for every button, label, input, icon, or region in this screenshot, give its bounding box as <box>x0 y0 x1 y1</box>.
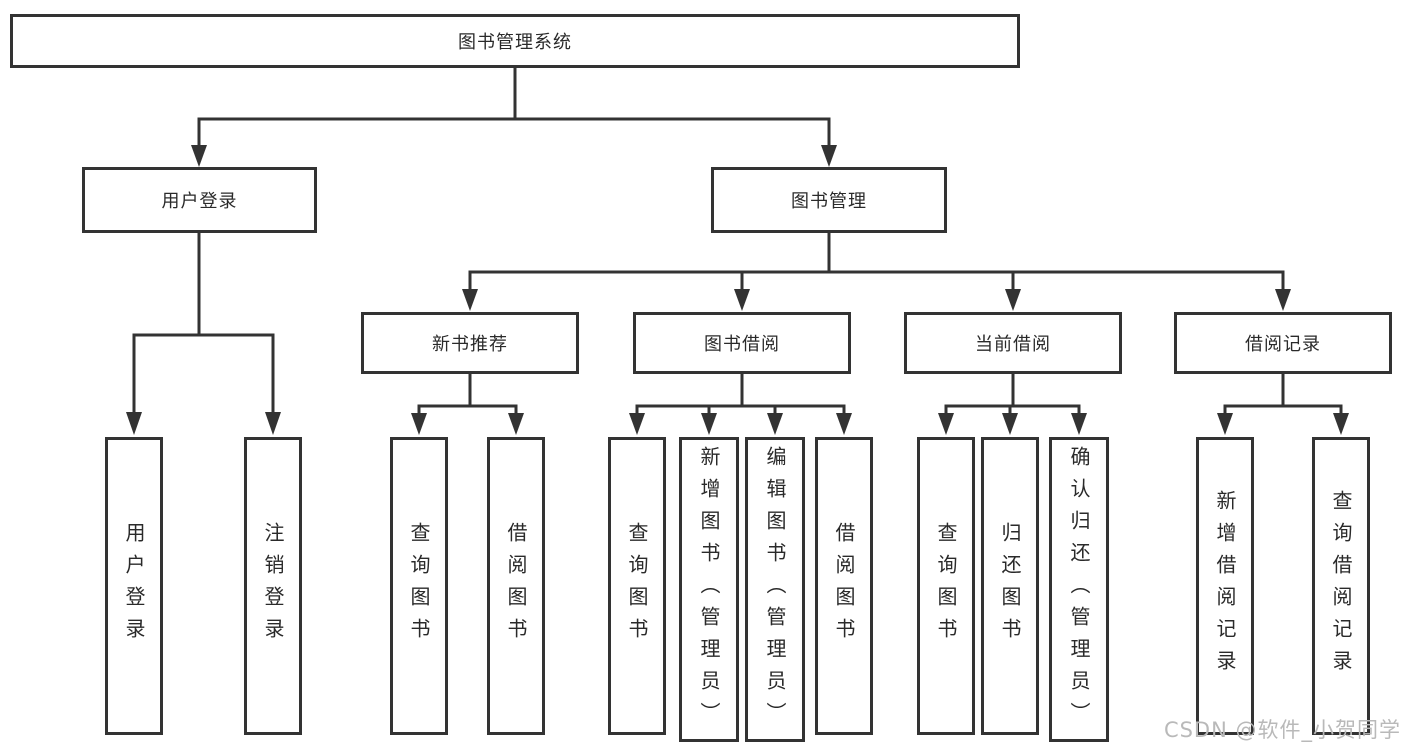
node-label: 图书管理 <box>791 191 867 212</box>
node-label: 新增图书（管理员） <box>697 445 721 734</box>
node-label: 借阅图书 <box>832 522 856 650</box>
node-label: 查询图书 <box>625 522 649 650</box>
node-book-borrow: 图书借阅 <box>633 312 851 374</box>
node-label: 图书借阅 <box>704 334 780 355</box>
leaf-return-book: 归还图书 <box>981 437 1039 735</box>
watermark-text: CSDN @软件_小贺同学 <box>1163 718 1401 742</box>
node-label: 编辑图书（管理员） <box>763 445 787 734</box>
leaf-borrow-books-recommend: 借阅图书 <box>487 437 545 735</box>
node-label: 用户登录 <box>161 191 238 212</box>
leaf-logout: 注销登录 <box>244 437 302 735</box>
node-new-book-recommend: 新书推荐 <box>361 312 579 374</box>
leaf-user-login: 用户登录 <box>105 437 163 735</box>
node-label: 图书管理系统 <box>458 32 572 53</box>
leaf-edit-book-admin: 编辑图书（管理员） <box>745 437 805 742</box>
leaf-borrow-books: 借阅图书 <box>815 437 873 735</box>
node-label: 借阅记录 <box>1245 334 1321 355</box>
leaf-confirm-return-admin: 确认归还（管理员） <box>1049 437 1109 742</box>
leaf-query-borrow-record: 查询借阅记录 <box>1312 437 1370 735</box>
node-label: 新书推荐 <box>432 334 508 355</box>
node-label: 查询图书 <box>407 522 431 650</box>
node-label: 用户登录 <box>122 522 146 650</box>
node-label: 新增借阅记录 <box>1213 490 1237 682</box>
node-label: 归还图书 <box>998 522 1022 650</box>
leaf-add-borrow-record: 新增借阅记录 <box>1196 437 1254 735</box>
node-book-management: 图书管理 <box>711 167 947 233</box>
node-label: 查询图书 <box>934 522 958 650</box>
node-label: 查询借阅记录 <box>1329 490 1353 682</box>
leaf-add-book-admin: 新增图书（管理员） <box>679 437 739 742</box>
node-label: 当前借阅 <box>975 334 1051 355</box>
leaf-query-books-current: 查询图书 <box>917 437 975 735</box>
leaf-query-books-recommend: 查询图书 <box>390 437 448 735</box>
node-user-login: 用户登录 <box>82 167 317 233</box>
node-borrow-records: 借阅记录 <box>1174 312 1392 374</box>
node-label: 确认归还（管理员） <box>1067 445 1091 734</box>
node-library-system: 图书管理系统 <box>10 14 1020 68</box>
leaf-query-books-borrow: 查询图书 <box>608 437 666 735</box>
node-label: 借阅图书 <box>504 522 528 650</box>
node-current-borrow: 当前借阅 <box>904 312 1122 374</box>
node-label: 注销登录 <box>261 522 285 650</box>
